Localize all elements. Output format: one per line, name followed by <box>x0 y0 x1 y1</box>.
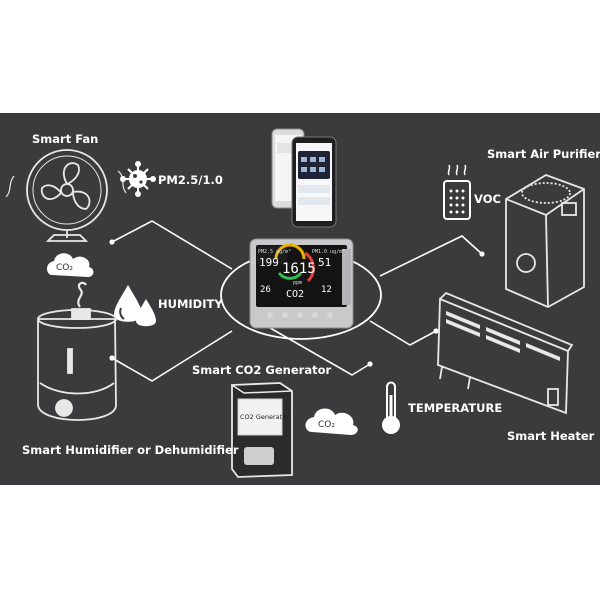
co2-cloud-right-icon <box>305 408 358 435</box>
diagram-art <box>5 128 585 478</box>
monitor-left-small: 26 <box>260 285 271 295</box>
label-smart-fan: Smart Fan <box>32 132 99 146</box>
thermometer-icon <box>382 381 400 434</box>
co2-cloud-left-text: CO₂ <box>56 263 73 273</box>
diagram-panel: PM2.5 ug/m³ PM1.0 ug/m³ 199 1615 51 26 p… <box>0 113 600 485</box>
monitor-right-value: 51 <box>318 256 332 269</box>
smart-air-purifier-image <box>505 174 585 309</box>
label-smart-air-purifier: Smart Air Purifier <box>487 147 600 161</box>
monitor-co2-text: CO2 <box>286 289 305 300</box>
monitor-left-value: 199 <box>259 256 279 269</box>
co2-cloud-left-icon <box>47 253 94 277</box>
co2-generator-device-text: CO2 Generator <box>240 413 289 421</box>
monitor-center-value: 1615 <box>282 261 316 277</box>
monitor-pm-header: PM2.5 ug/m³ <box>258 249 292 255</box>
label-pm: PM2.5/1.0 <box>158 173 223 187</box>
smartphones-image <box>271 128 337 228</box>
line-purifier <box>379 235 483 277</box>
air-quality-monitor <box>249 238 354 329</box>
smart-humidifier-image <box>37 281 117 421</box>
label-smart-co2-generator: Smart CO2 Generator <box>192 363 332 377</box>
monitor-right-small: 12 <box>321 285 332 295</box>
label-temperature: TEMPERATURE <box>408 401 503 415</box>
smart-fan-image <box>5 149 127 242</box>
pm-particle-icon <box>120 161 156 197</box>
label-smart-heater: Smart Heater <box>507 429 595 443</box>
voc-sensor-icon <box>443 164 471 220</box>
line-fan <box>111 220 233 270</box>
co2-cloud-right-text: CO₂ <box>318 420 335 430</box>
connector-dots <box>109 239 485 367</box>
smart-heater-image <box>437 291 574 415</box>
monitor-pm-header-right: PM1.0 ug/m³ <box>312 249 346 255</box>
label-smart-humidifier: Smart Humidifier or Dehumidifier <box>22 443 239 457</box>
humidity-drops-icon <box>114 285 156 327</box>
label-humidity: HUMIDITY <box>158 297 223 311</box>
label-voc: VOC <box>474 192 501 206</box>
line-heater <box>369 320 437 346</box>
co2-generator-image <box>231 382 293 478</box>
monitor-center-unit: ppm <box>293 280 303 286</box>
line-humidity <box>111 330 233 382</box>
